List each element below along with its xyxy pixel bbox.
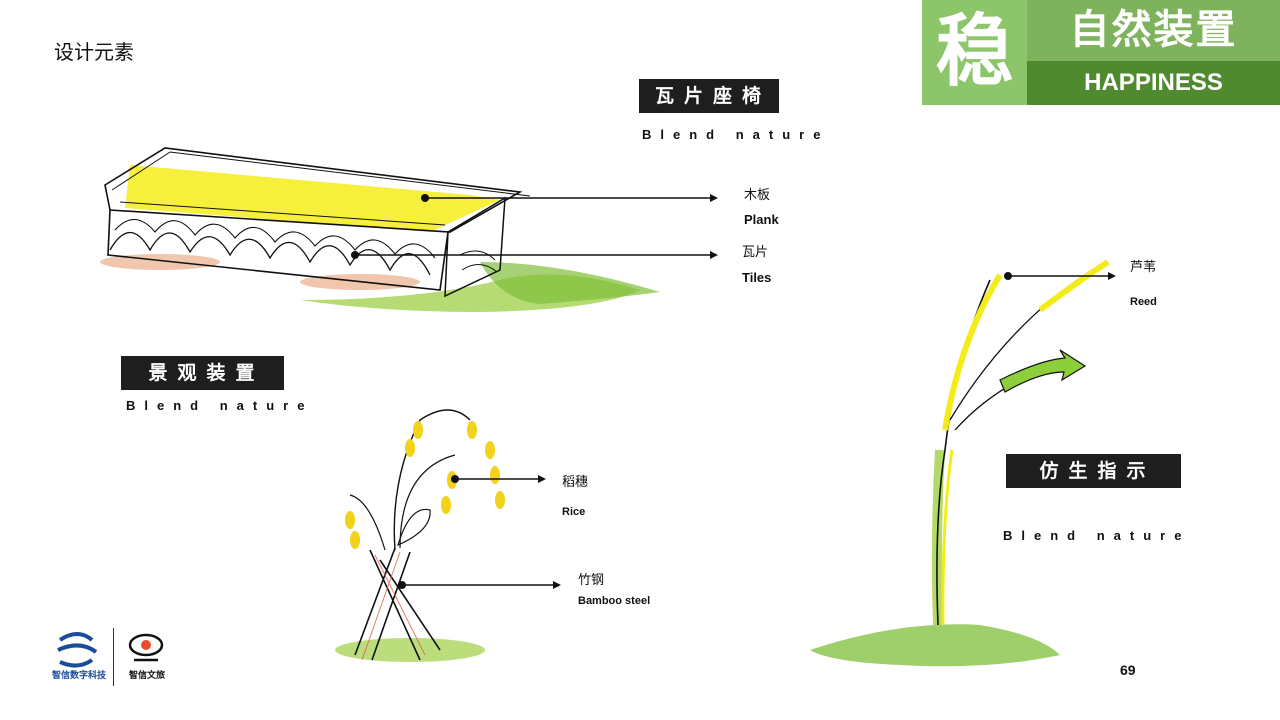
footer-logo-culture-name: 智信文旅 [128, 671, 165, 681]
section-title-bionic-sign: 仿生指示 [1006, 454, 1181, 488]
section-title-tile-bench: 瓦片座椅 [639, 79, 779, 113]
footer-logo-culture: 智信文旅 [122, 628, 182, 688]
footer-logo-digital-name: 智信数字科技 [51, 671, 106, 681]
callout-plank-en: Plank [744, 212, 779, 227]
callout-bamboo-cn: 竹钢 [578, 573, 605, 588]
section-subtitle-bionic-sign: Blend nature [1003, 528, 1191, 543]
footer-logo-marks [57, 632, 164, 668]
banner-logo-glyph: 稳 [935, 7, 1014, 97]
page-number: 69 [1120, 662, 1136, 678]
section-subtitle-landscape: Blend nature [126, 398, 314, 413]
callout-plank-cn: 木板 [744, 188, 771, 203]
footer-divider [113, 628, 114, 686]
banner-title: 自然装置 [1069, 7, 1238, 53]
callout-tiles-cn: 瓦片 [742, 245, 769, 260]
section-title-landscape: 景观装置 [121, 356, 284, 390]
reed-sign-sketch [810, 259, 1116, 667]
callout-rice-en: Rice [562, 506, 586, 518]
footer-logo-digital: 智信数字科技 [44, 628, 124, 688]
callout-reed-en: Reed [1130, 296, 1157, 308]
banner-subtitle-box: HAPPINESS [1027, 61, 1280, 105]
banner-subtitle: HAPPINESS [1084, 69, 1223, 96]
banner-logo: 稳 [922, 0, 1027, 105]
callout-reed-cn: 芦苇 [1130, 260, 1157, 275]
callout-bamboo-en: Bamboo steel [578, 595, 651, 607]
header-banner: 稳 自然装置 HAPPINESS [922, 0, 1280, 105]
section-subtitle-tile-bench: Blend nature [642, 127, 830, 142]
callout-rice-cn: 稻穗 [562, 475, 589, 490]
banner-title-box: 自然装置 [1027, 0, 1280, 61]
callout-tiles-en: Tiles [742, 270, 772, 285]
page-title: 设计元素 [54, 40, 134, 64]
tile-bench-sketch [100, 147, 718, 312]
rice-installation-sketch [335, 409, 561, 662]
